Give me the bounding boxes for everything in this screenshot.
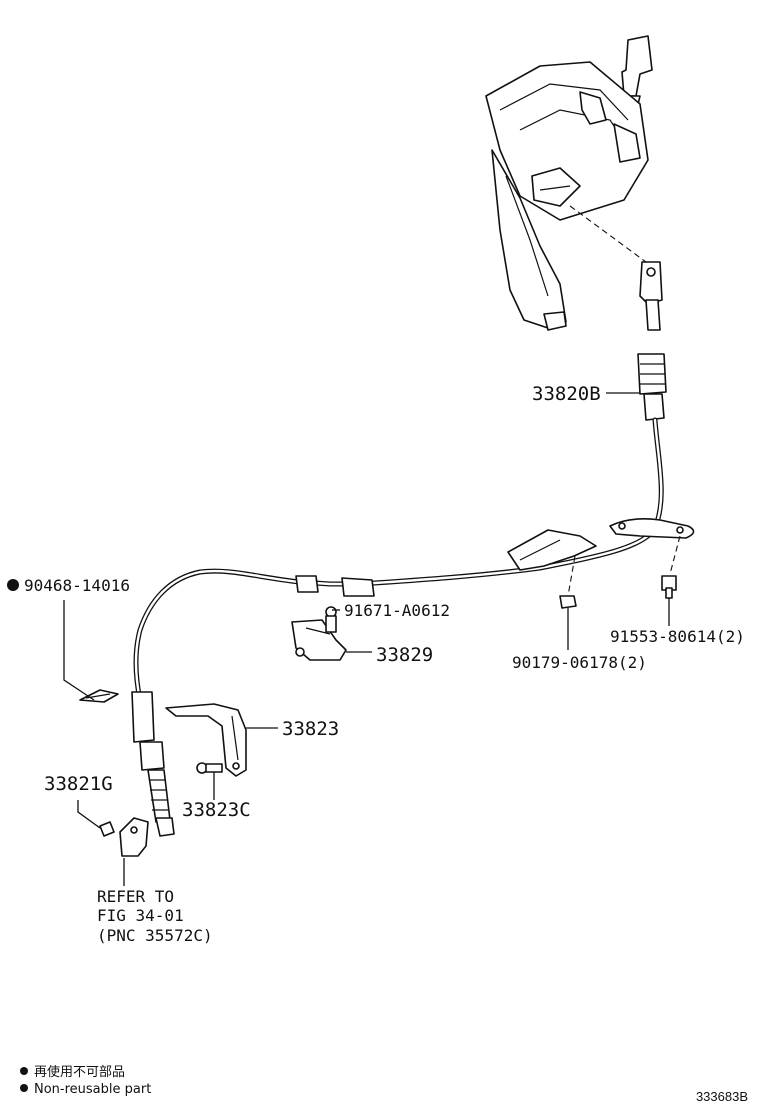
label-90179-06178: 90179-06178(2)	[512, 653, 647, 672]
label-33823: 33823	[282, 718, 339, 740]
label-33823c: 33823C	[182, 799, 251, 821]
part-90179-nut	[559, 595, 577, 609]
leader-lines	[63, 392, 670, 886]
part-90468-clip	[79, 689, 119, 703]
label-33829: 33829	[376, 644, 433, 666]
assembly-guide-line	[569, 205, 647, 263]
label-90468-14016: 90468-14016	[24, 576, 130, 595]
reference-line-2: FIG 34-01	[97, 906, 184, 925]
part-33829-bracket	[291, 619, 347, 661]
guide-line-91553	[669, 535, 681, 575]
non-reusable-marker	[7, 579, 19, 591]
part-33823-bracket	[165, 703, 247, 777]
part-33823c-bolt	[196, 762, 223, 774]
diagram-code: 333683B	[696, 1089, 748, 1104]
reference-line-3: (PNC 35572C)	[97, 926, 213, 945]
part-91553-bolt	[661, 575, 677, 599]
reference-line-1: REFER TO	[97, 887, 174, 906]
label-91553-80614: 91553-80614(2)	[610, 627, 745, 646]
cable-grommet-plate	[609, 518, 695, 539]
legend-english: Non-reusable part	[34, 1082, 151, 1097]
cable-support-bracket	[507, 529, 597, 571]
legend-japanese: 再使用不可部品	[34, 1064, 125, 1080]
label-33820b: 33820B	[532, 383, 601, 405]
legend-bullet-english	[20, 1084, 28, 1092]
lower-selector-bracket	[119, 817, 149, 857]
part-91671-bolt	[325, 606, 337, 633]
legend-bullet-japanese	[20, 1067, 28, 1075]
shift-lever-assembly	[485, 35, 653, 331]
label-91671-a0612: 91671-A0612	[344, 601, 450, 620]
guide-line-90179	[567, 555, 576, 597]
label-33821g: 33821G	[44, 773, 113, 795]
part-33821g-nut	[99, 821, 115, 837]
